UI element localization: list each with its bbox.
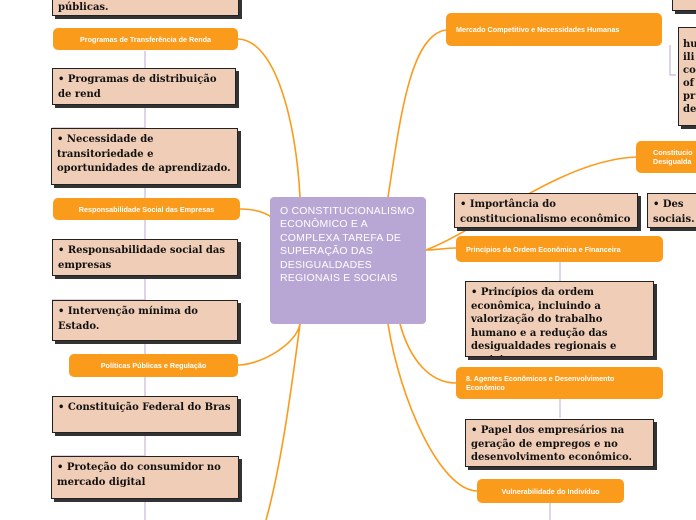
topic-responsabilidade-social[interactable]: Responsabilidade Social das Empresas: [53, 198, 240, 220]
topic-principios-ordem[interactable]: Princípios da Ordem Econômica e Financei…: [456, 236, 663, 262]
card-papel-empresarios: • Papel dos empresários na geração de em…: [465, 419, 654, 467]
card-intervencao-minima: • Intervenção mínima do Estado.: [52, 300, 238, 341]
topic-label: Vulnerabilidade do Indivíduo: [501, 486, 600, 496]
card-principios-ordem-economica: • Princípios da ordem econômica, incluin…: [465, 281, 654, 357]
card-transitoriedade: • Necessidade de transitoriedade e oport…: [51, 128, 238, 185]
card-des-sociais: • Des sociais.: [647, 193, 696, 228]
topic-vulnerabilidade[interactable]: Vulnerabilidade do Indivíduo: [477, 479, 624, 503]
card-constituicao-federal: • Constituição Federal do Bras: [52, 396, 238, 433]
link-politicas: [237, 323, 301, 366]
topic-label: Constitucio Desigualda: [653, 148, 693, 166]
topic-programas-transferencia[interactable]: Programas de Transferência de Renda: [53, 28, 238, 50]
topic-label: Responsabilidade Social das Empresas: [78, 204, 215, 214]
topic-constitucio-desigualda[interactable]: Constitucio Desigualda: [636, 141, 696, 173]
card-importancia-constitucionalismo: • Importância do constitucionalismo econ…: [454, 193, 638, 228]
topic-mercado-competitivo[interactable]: Mercado Competitivo e Necessidades Human…: [446, 13, 662, 46]
card-responsabilidade: • Responsabilidade social das empresas: [52, 239, 238, 276]
topic-label: Políticas Públicas e Regulação: [100, 361, 207, 370]
link-bottom-left: [265, 323, 301, 520]
link-vulnerabilidade: [387, 323, 478, 492]
link-principios: [425, 247, 457, 251]
link-transferencia: [237, 38, 301, 198]
central-topic[interactable]: O CONSTITUCIONALISMO ECONÔMICO E A COMPL…: [270, 197, 426, 324]
topic-label: Princípios da Ordem Econômica e Financei…: [466, 244, 621, 254]
link-mercado: [387, 29, 447, 198]
card-distribuicao-renda: • Programas de distribuição de rend: [52, 68, 236, 105]
card-protecao-consumidor: • Proteção do consumidor no mercado digi…: [51, 456, 239, 499]
card-right-fragment: hu ili co of pr de: [678, 27, 696, 126]
topic-label: 8. Agentes Econômicos e Desenvolvimento …: [466, 374, 615, 392]
topic-agentes-economicos[interactable]: 8. Agentes Econômicos e Desenvolvimento …: [456, 367, 663, 399]
card-publicas: públicas.: [52, 0, 239, 16]
topic-politicas-publicas[interactable]: Políticas Públicas e Regulação: [69, 354, 238, 377]
link-agentes: [399, 323, 457, 384]
topic-label: Mercado Competitivo e Necessidades Human…: [456, 25, 620, 34]
card-top-right-fragment: [672, 0, 696, 11]
topic-label: Programas de Transferência de Renda: [79, 34, 212, 44]
